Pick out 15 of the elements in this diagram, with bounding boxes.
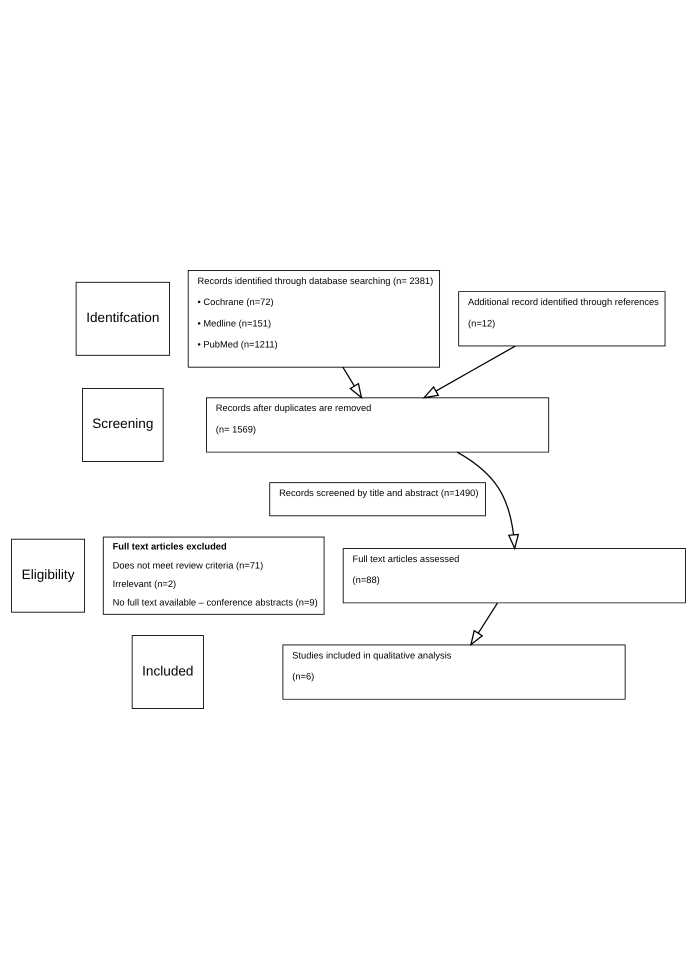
node-box: Screening [82, 388, 164, 462]
arrow [456, 452, 520, 550]
arrow [342, 366, 362, 400]
node-box: Studies included in qualitative analysis (n=6) [282, 644, 626, 700]
node-box: Records identified through database searching (n= 2381) • Cochrane (n=72) • Medline (n=151) • PubMed (n=1211) [188, 270, 440, 368]
node-box: Eligibility [11, 538, 86, 613]
node-box: Identifcation [76, 282, 170, 356]
node-box: Additional record identified through references (n=12) [458, 291, 666, 346]
node-box: Full text articles assessed (n=88) [342, 548, 686, 604]
node-box: Full text articles excluded Does not meet review criteria (n=71) Irrelevant (n=2) No full text available – conference abstracts (n=9) [102, 536, 324, 615]
arrow [470, 602, 498, 646]
node-box: Records after duplicates are removed (n= 1569) [206, 397, 550, 453]
node-box: Records screened by title and abstract (n=1490) [269, 482, 486, 516]
arrow [422, 345, 516, 399]
node-box: Included [132, 635, 204, 710]
